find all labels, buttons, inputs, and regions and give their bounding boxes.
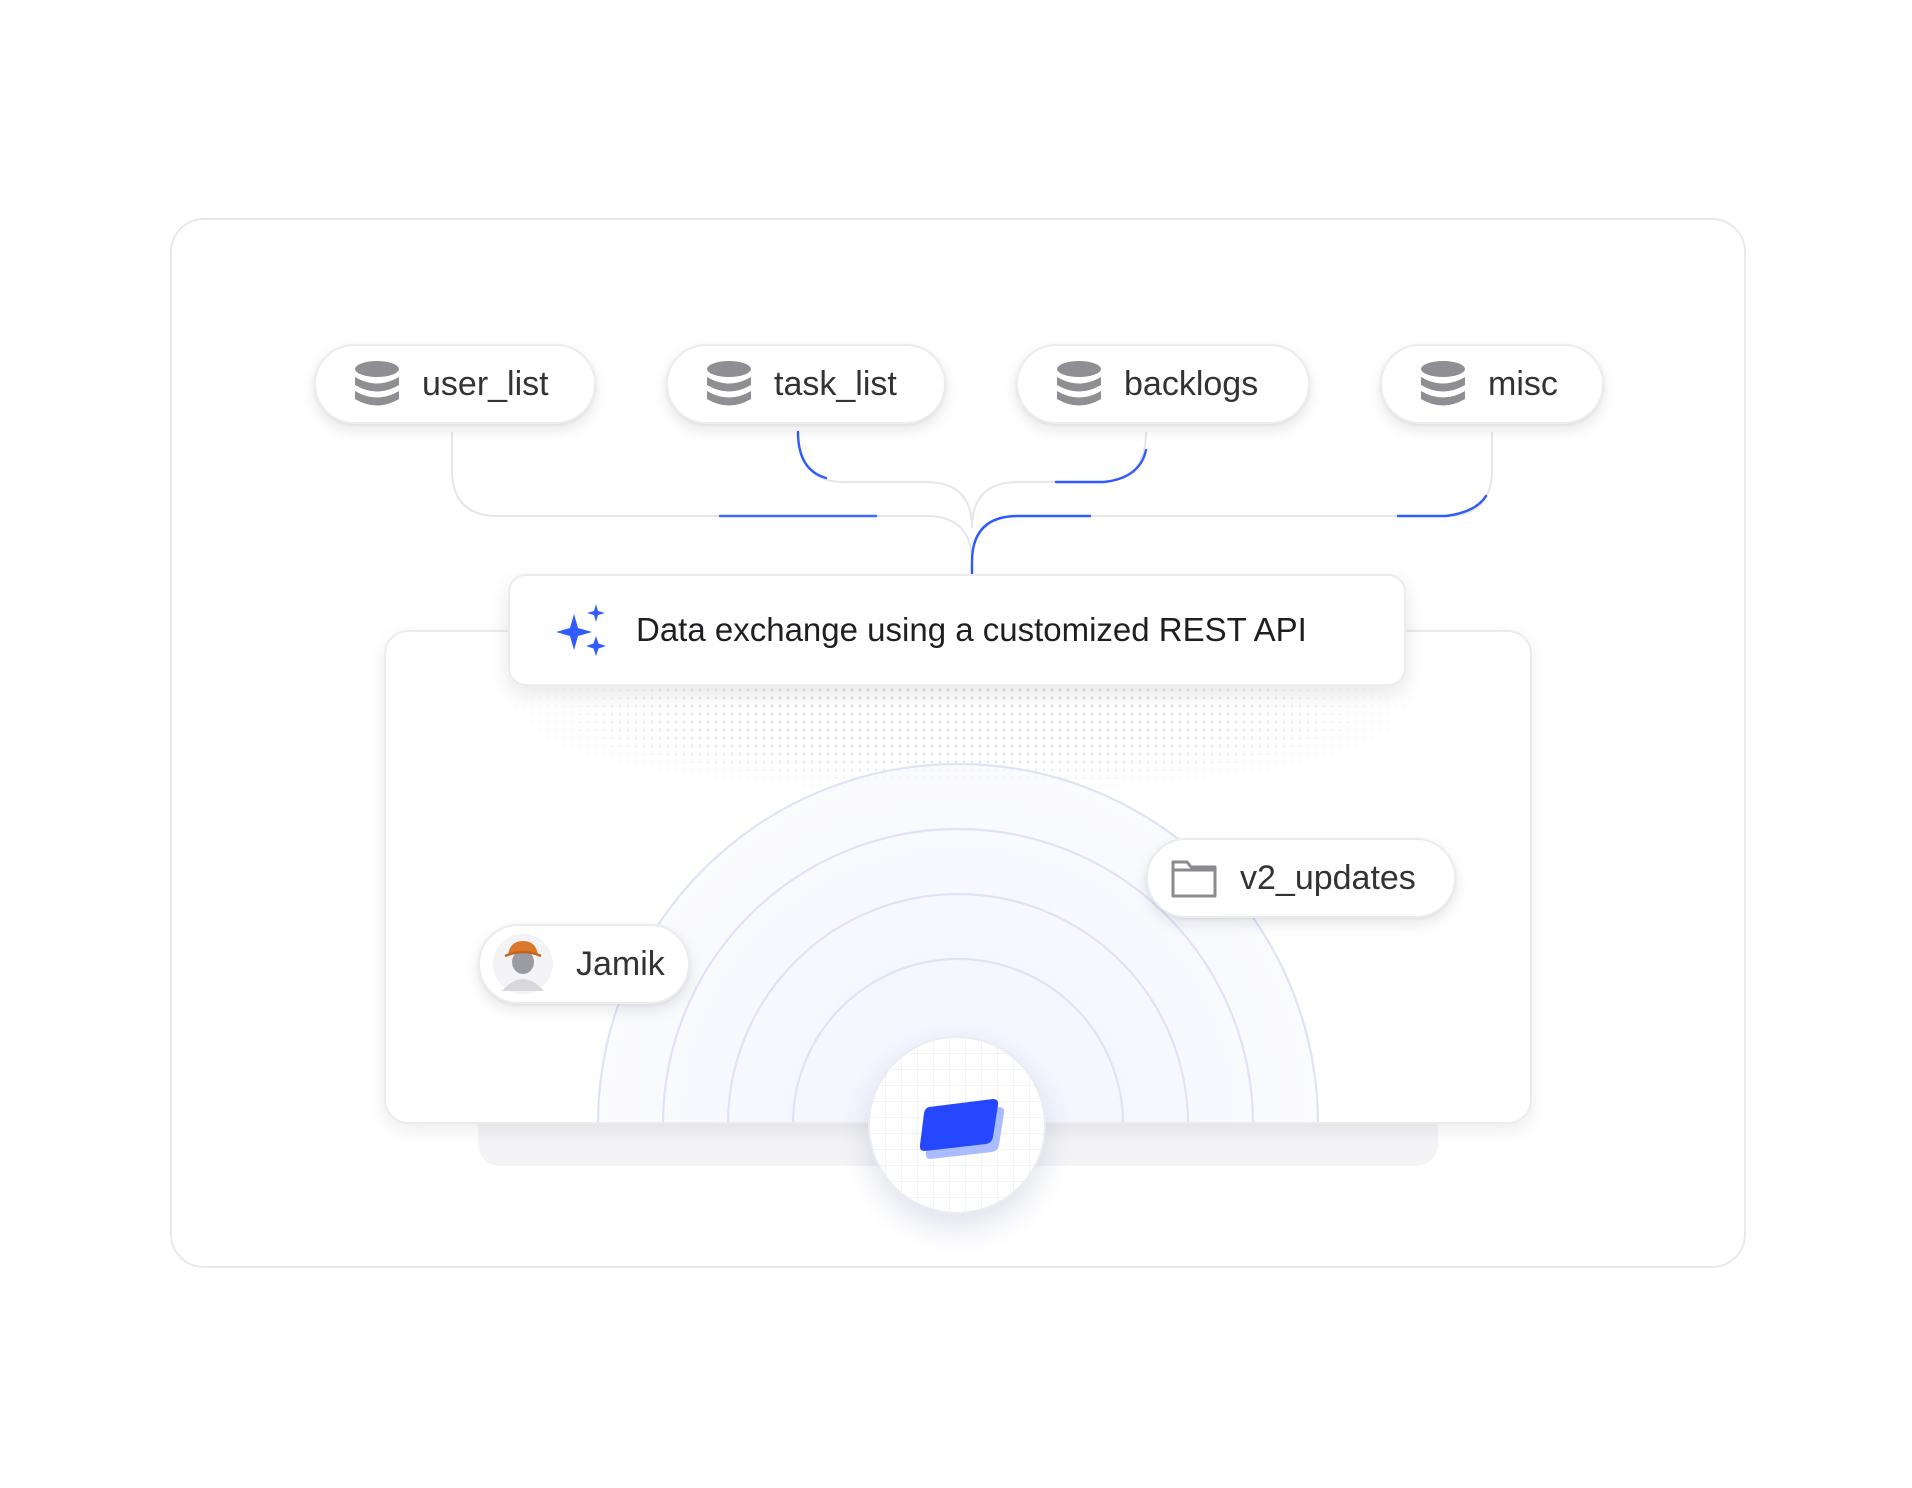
source-pill-user_list[interactable]: user_list	[314, 344, 596, 424]
dot-pattern	[496, 686, 1426, 796]
sparkles-icon	[554, 602, 612, 658]
app-logo-icon	[907, 1085, 1007, 1165]
user-chip-label: Jamik	[576, 944, 665, 983]
database-icon	[1420, 360, 1466, 408]
source-pill-backlogs[interactable]: backlogs	[1016, 344, 1310, 424]
source-label: backlogs	[1124, 364, 1259, 403]
source-label: misc	[1488, 364, 1558, 403]
folder-chip-v2_updates[interactable]: v2_updates	[1146, 838, 1456, 918]
database-icon	[354, 360, 400, 408]
user-chip-jamik[interactable]: Jamik	[478, 924, 690, 1004]
source-label: user_list	[422, 364, 549, 403]
database-icon	[1056, 360, 1102, 408]
hub-node[interactable]	[868, 1036, 1046, 1214]
source-label: task_list	[774, 364, 897, 403]
api-card[interactable]: Data exchange using a customized REST AP…	[508, 574, 1406, 686]
api-card-label: Data exchange using a customized REST AP…	[636, 611, 1307, 648]
folder-chip-label: v2_updates	[1240, 858, 1416, 897]
database-icon	[706, 360, 752, 408]
source-pill-misc[interactable]: misc	[1380, 344, 1604, 424]
source-pill-task_list[interactable]: task_list	[666, 344, 946, 424]
folder-icon	[1170, 857, 1218, 899]
avatar	[492, 933, 554, 995]
